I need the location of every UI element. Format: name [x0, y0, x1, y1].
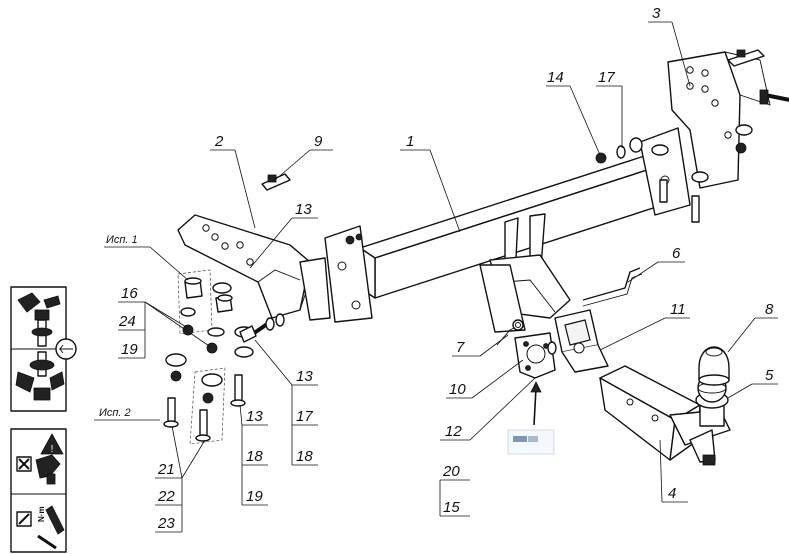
callout-9: 9: [314, 133, 323, 150]
callout-23: 23: [157, 515, 175, 532]
callout-19-left: 19: [121, 341, 138, 358]
callout-16: 16: [121, 285, 138, 302]
callout-18-low: 18: [246, 448, 263, 465]
callout-22: 22: [157, 488, 175, 505]
callout-11: 11: [670, 301, 686, 318]
callout-14: 14: [547, 69, 564, 86]
callout-17-top: 17: [598, 69, 615, 86]
callout-4: 4: [668, 485, 676, 502]
callout-6: 6: [672, 245, 681, 262]
callout-2: 2: [214, 133, 224, 150]
torque-spec-icon: N·m: [16, 505, 65, 550]
nut-plate: [261, 173, 291, 191]
hitch-pin: [582, 267, 643, 307]
main-crossbeam: [324, 127, 691, 323]
variant-isp2-label: Исп. 2: [99, 407, 131, 419]
callout-21: 21: [157, 461, 175, 478]
warning-triangle-icon: !: [40, 433, 64, 455]
callout-labels: 1 2 3 9 13 14 17 6 11 8 5 4 7 10 12 20 1…: [99, 5, 774, 532]
spring-clip: [496, 319, 524, 346]
callout-13-mid: 13: [296, 368, 313, 385]
left-hardware-group: [163, 269, 285, 445]
top-fasteners: [595, 137, 709, 223]
callout-1: 1: [406, 133, 414, 150]
callout-10: 10: [449, 381, 466, 398]
callout-18-mid: 18: [296, 448, 313, 465]
wrench-icon: [55, 338, 77, 360]
callout-15: 15: [443, 499, 460, 516]
connector-label-tag: [507, 429, 555, 455]
direction-arrow: [530, 381, 542, 426]
variant-isp1-label: Исп. 1: [106, 234, 138, 246]
callout-24: 24: [118, 313, 136, 330]
right-side-bracket: [667, 49, 789, 189]
ball-cover: [698, 346, 730, 386]
assembly-instruction-panel: [10, 286, 77, 412]
no-impact-wrench-icon: [16, 454, 61, 485]
torque-wrench-icon: [17, 292, 61, 347]
callout-19-low: 19: [246, 488, 263, 505]
svg-text:!: !: [51, 444, 54, 455]
callout-17-mid: 17: [296, 408, 313, 425]
bolt-assembly-icon: [15, 351, 65, 401]
callout-13-low: 13: [246, 408, 263, 425]
svg-text:N·m: N·m: [37, 506, 46, 522]
callout-3: 3: [652, 5, 661, 22]
callout-5: 5: [765, 367, 774, 384]
callout-13-top: 13: [295, 201, 312, 218]
leader-lines: [94, 21, 778, 533]
hitch-receiver: [479, 213, 609, 373]
callout-8: 8: [765, 301, 774, 318]
left-side-bracket: [177, 214, 331, 321]
callout-20: 20: [442, 463, 460, 480]
callout-7: 7: [456, 339, 465, 356]
warning-instruction-panel: ! N·m: [10, 428, 67, 553]
callout-12: 12: [445, 423, 462, 440]
electric-socket-plate: [514, 332, 557, 379]
